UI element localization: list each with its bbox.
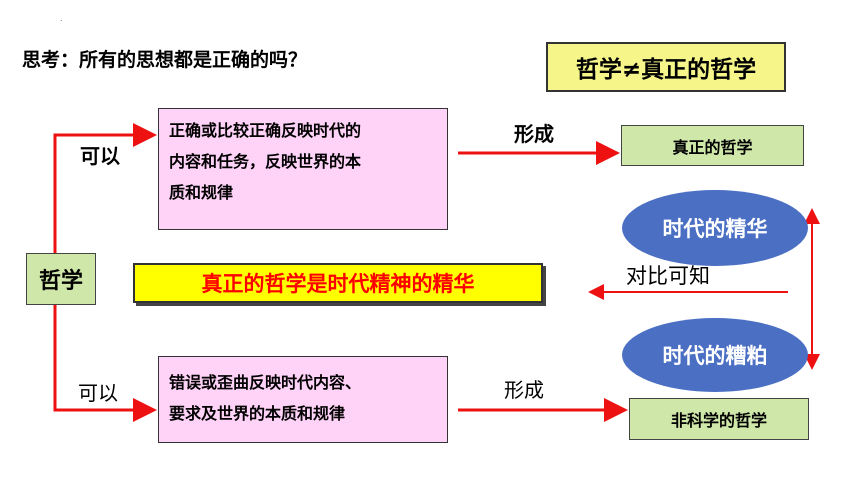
true-philosophy-box: 真正的哲学: [621, 125, 804, 166]
arrow-to-correct: [53, 123, 157, 253]
arrow-to-wrong: [53, 305, 157, 422]
correct-reflection-box: 正确或比较正确反映时代的 内容和任务，反映世界的本 质和规律: [158, 108, 448, 230]
nonscientific-philosophy-box: 非科学的哲学: [629, 398, 809, 440]
wrong-reflection-box: 错误或歪曲反映时代内容、 要求及世界的本质和规律: [158, 356, 448, 443]
center-banner: 真正的哲学是时代精神的精华: [133, 263, 543, 303]
wrong-line-2: 要求及世界的本质和规律: [169, 404, 346, 423]
correct-line-2: 内容和任务，反映世界的本: [169, 152, 362, 171]
dross-ellipse: 时代的糟粕: [622, 318, 808, 392]
question-text: 思考：所有的思想都是正确的吗？: [22, 49, 308, 71]
essence-ellipse: 时代的精华: [622, 190, 808, 266]
label-can-bottom: 可以: [78, 381, 118, 405]
correct-line-1: 正确或比较正确反映时代的: [169, 121, 362, 140]
philosophy-box: 哲学: [26, 253, 96, 305]
label-form-bottom: 形成: [504, 378, 544, 402]
correct-line-3: 质和规律: [169, 183, 234, 202]
decorative-dot: .: [60, 14, 63, 23]
label-form-top: 形成: [514, 122, 554, 146]
label-can-top: 可以: [80, 144, 120, 168]
top-badge: 哲学≠真正的哲学: [546, 42, 786, 92]
compare-label: 对比可知: [626, 264, 710, 288]
wrong-line-1: 错误或歪曲反映时代内容、: [169, 373, 362, 392]
